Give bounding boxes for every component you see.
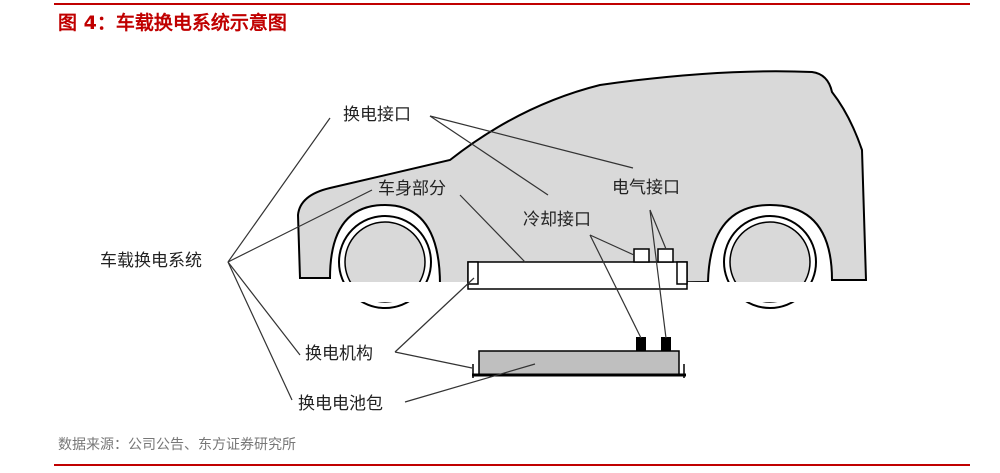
label-onboard-swap-system: 车载换电系统 [100,251,202,271]
leader-lines [227,115,667,403]
label-cooling-interface: 冷却接口 [523,210,591,230]
bottom-rule [54,464,970,466]
label-body-part: 车身部分 [378,179,446,199]
label-swap-mechanism: 换电机构 [305,344,373,364]
label-electrical-interface: 电气接口 [612,178,680,198]
car-body [296,70,868,287]
source-note: 数据来源：公司公告、东方证券研究所 [58,437,296,453]
figure-title: 图 4：车载换电系统示意图 [58,12,287,34]
swap-interface-left [467,261,479,285]
swap-interface-right [676,261,688,285]
cooling-port-car [633,248,650,263]
label-swap-interface: 换电接口 [343,105,411,125]
electrical-port-pack [661,337,671,351]
ground-mask [330,282,830,302]
battery-bay [467,261,688,290]
top-rule [54,3,970,5]
cooling-port-pack [636,337,646,351]
electrical-port-car [657,248,674,263]
label-battery-pack: 换电电池包 [298,394,383,414]
